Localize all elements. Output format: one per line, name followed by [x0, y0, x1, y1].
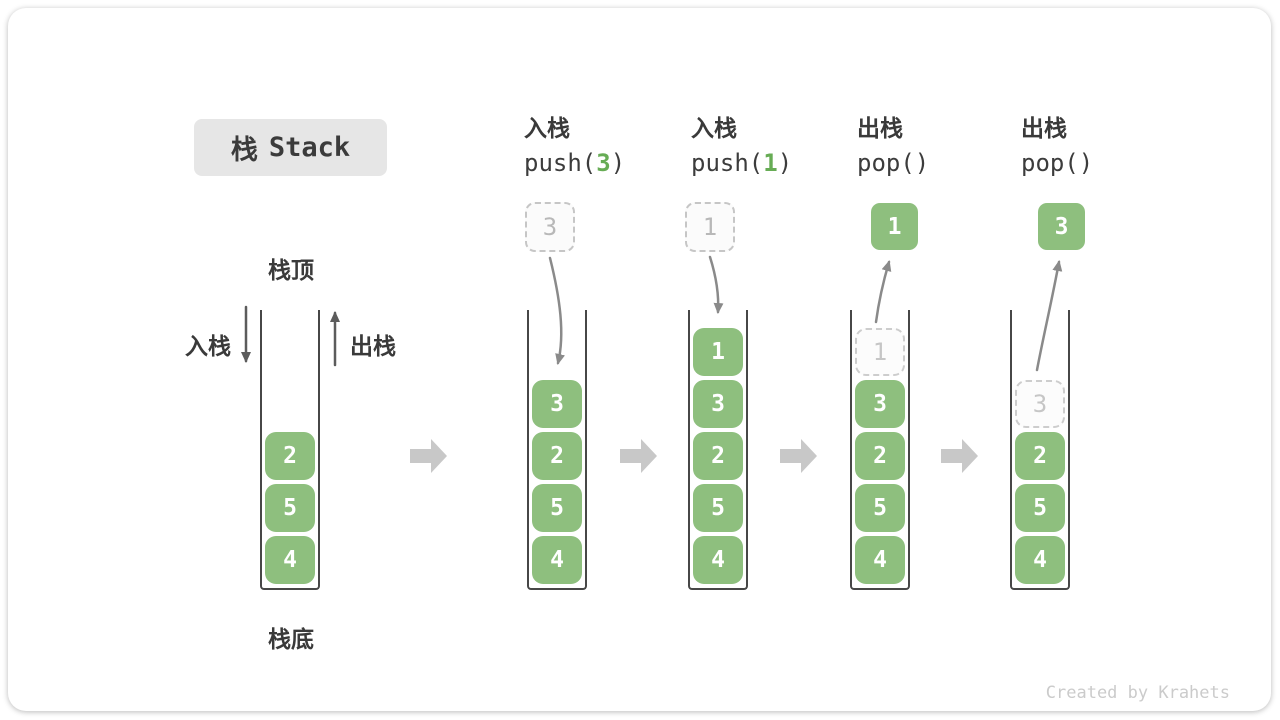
stack-block: 2	[265, 432, 315, 480]
code-arg: 3	[596, 149, 611, 177]
stack-block: 4	[693, 536, 743, 584]
stack-block: 4	[855, 536, 905, 584]
popped-value-box: 3	[1038, 203, 1085, 250]
stack-block: 5	[855, 484, 905, 532]
popped-value-box: 1	[871, 203, 918, 250]
operation-code: push(3)	[524, 150, 625, 176]
operation-code: pop()	[1021, 150, 1093, 176]
stack-block: 5	[1015, 484, 1065, 532]
stack-top-label: 栈顶	[268, 257, 314, 283]
ghost-block: 3	[1015, 380, 1065, 428]
title-en: Stack	[268, 132, 351, 163]
next-step-arrow-icon	[780, 439, 817, 473]
stack-container-5	[1010, 310, 1070, 590]
stack-container-1	[260, 310, 320, 590]
incoming-value-box: 1	[685, 202, 735, 252]
stack-block: 2	[693, 432, 743, 480]
popped-value: 3	[1054, 213, 1069, 240]
stack-block: 1	[693, 328, 743, 376]
stack-bottom-label: 栈底	[268, 626, 314, 652]
stack-block: 4	[532, 536, 582, 584]
operation-label: 入栈	[691, 115, 737, 141]
stack-container-2	[527, 310, 587, 590]
code-post: )	[777, 149, 793, 177]
stack-block: 5	[265, 484, 315, 532]
stack-block: 3	[855, 380, 905, 428]
code-post: )	[610, 149, 626, 177]
operation-code: push(1)	[691, 150, 792, 176]
diagram-card: 栈 Stack 入栈 push(3) 入栈 push(1) 出栈 pop() 出…	[8, 8, 1271, 711]
watermark: Created by Krahets	[1045, 683, 1230, 703]
next-step-arrow-icon	[941, 439, 978, 473]
incoming-value: 3	[542, 213, 558, 241]
stack-container-4	[850, 310, 910, 590]
code-pre: pop()	[1021, 149, 1094, 177]
title-box: 栈 Stack	[194, 119, 387, 176]
stack-block: 2	[532, 432, 582, 480]
stack-block: 5	[693, 484, 743, 532]
title-zh: 栈	[230, 135, 258, 165]
stack-block: 4	[1015, 536, 1065, 584]
ghost-block: 1	[855, 328, 905, 376]
code-pre: push(	[691, 149, 764, 177]
code-pre: push(	[524, 149, 597, 177]
push-side-label: 入栈	[185, 333, 231, 359]
step-header-pop-1: 出栈 pop()	[857, 115, 929, 176]
step-header-pop-3: 出栈 pop()	[1021, 115, 1093, 176]
stack-block: 3	[693, 380, 743, 428]
next-step-arrow-icon	[410, 439, 447, 473]
stack-block: 4	[265, 536, 315, 584]
incoming-value-box: 3	[525, 202, 575, 252]
step-header-push-1: 入栈 push(1)	[691, 115, 792, 176]
stack-container-3	[688, 310, 748, 590]
code-arg: 1	[763, 149, 778, 177]
stack-block: 2	[1015, 432, 1065, 480]
operation-label: 入栈	[524, 115, 570, 141]
stack-block: 2	[855, 432, 905, 480]
operation-label: 出栈	[1021, 115, 1067, 141]
push-curve-arrow-icon	[708, 255, 724, 314]
next-step-arrow-icon	[620, 439, 657, 473]
stack-block: 5	[532, 484, 582, 532]
code-pre: pop()	[857, 149, 930, 177]
operation-label: 出栈	[857, 115, 903, 141]
operation-code: pop()	[857, 150, 929, 176]
popped-value: 1	[887, 213, 902, 240]
incoming-value: 1	[702, 213, 718, 241]
stack-block: 3	[532, 380, 582, 428]
pop-side-label: 出栈	[350, 333, 396, 359]
step-header-push-3: 入栈 push(3)	[524, 115, 625, 176]
